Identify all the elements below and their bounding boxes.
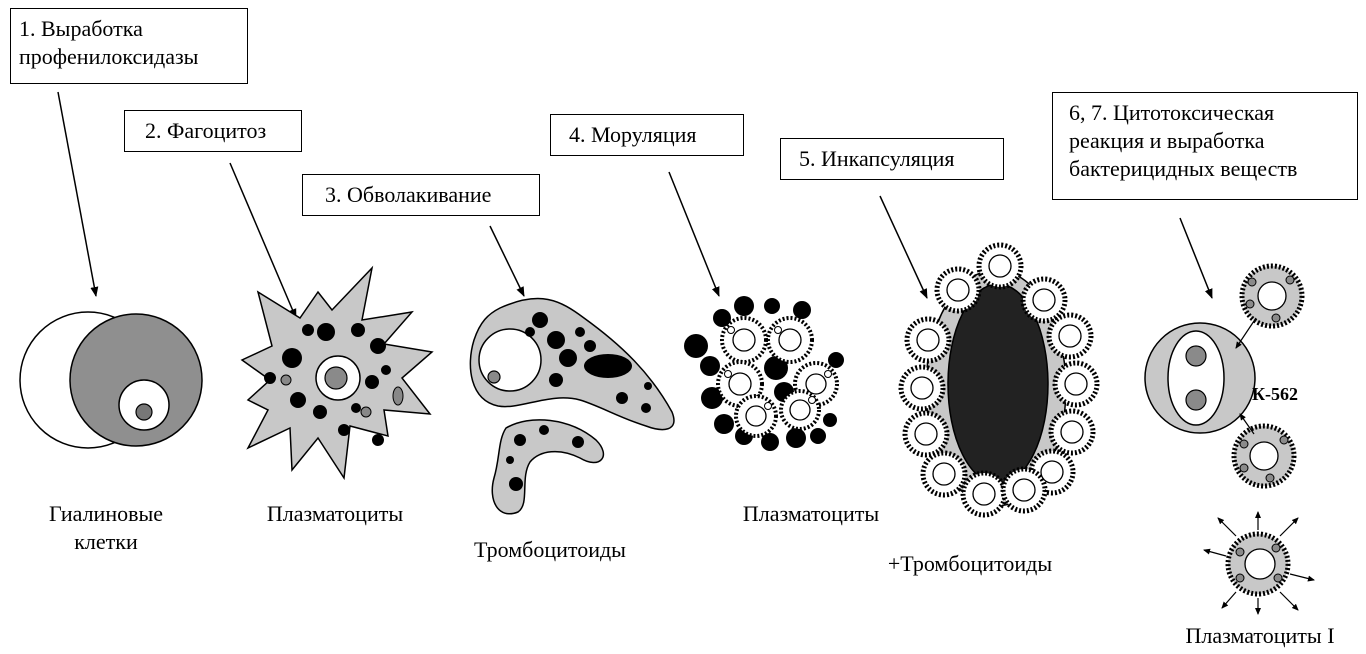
step-5-label: 5. Инкапсуляция xyxy=(780,138,1004,180)
step-1-label: 1. Выработка профенилоксидазы xyxy=(10,8,248,84)
arrow-1 xyxy=(58,92,96,296)
caption-hyaline-line1: Гиалиновые xyxy=(26,500,186,528)
target-cell-label: К-562 xyxy=(1252,384,1298,404)
arrow-4 xyxy=(669,172,719,296)
step-1-line2: профенилоксидазы xyxy=(19,43,239,71)
step-67-line2: реакция и выработка xyxy=(1069,127,1341,155)
arrow-5 xyxy=(880,196,927,298)
caption-thrombocytoids: Тромбоцитоиды xyxy=(450,536,650,564)
plasmatocyte-releasing xyxy=(1204,512,1314,614)
caption-plasmatocytes-I: Плазматоциты I xyxy=(1160,622,1360,650)
caption-hyaline-line2: клетки xyxy=(26,528,186,556)
step-3-label: 3. Обволакивание xyxy=(302,174,540,216)
step-1-line1: 1. Выработка xyxy=(19,15,239,43)
caption-hyaline: Гиалиновые клетки xyxy=(26,500,186,556)
step-67-label: 6, 7. Цитотоксическая реакция и выработк… xyxy=(1052,92,1358,200)
arrow-3 xyxy=(490,226,524,296)
hyaline-cells xyxy=(20,312,202,448)
step-67-line1: 6, 7. Цитотоксическая xyxy=(1069,99,1341,127)
caption-plasmatocytes-1: Плазматоциты xyxy=(240,500,430,528)
cytotoxic-target-cell xyxy=(1145,323,1255,433)
thrombocytoids-cells xyxy=(470,299,674,514)
morulation-cluster xyxy=(684,296,844,451)
plasmatocyte-phagocytosis xyxy=(242,268,432,478)
step-4-label: 4. Моруляция xyxy=(550,114,744,156)
arrow-67 xyxy=(1180,218,1212,298)
step-2-label: 2. Фагоцитоз xyxy=(124,110,302,152)
caption-plus-thrombocytoids: +Тромбоцитоиды xyxy=(860,550,1080,578)
step-67-line3: бактерицидных веществ xyxy=(1069,155,1341,183)
encapsulation-capsule xyxy=(901,245,1097,515)
caption-plasmatocytes-2: Плазматоциты xyxy=(716,500,906,528)
